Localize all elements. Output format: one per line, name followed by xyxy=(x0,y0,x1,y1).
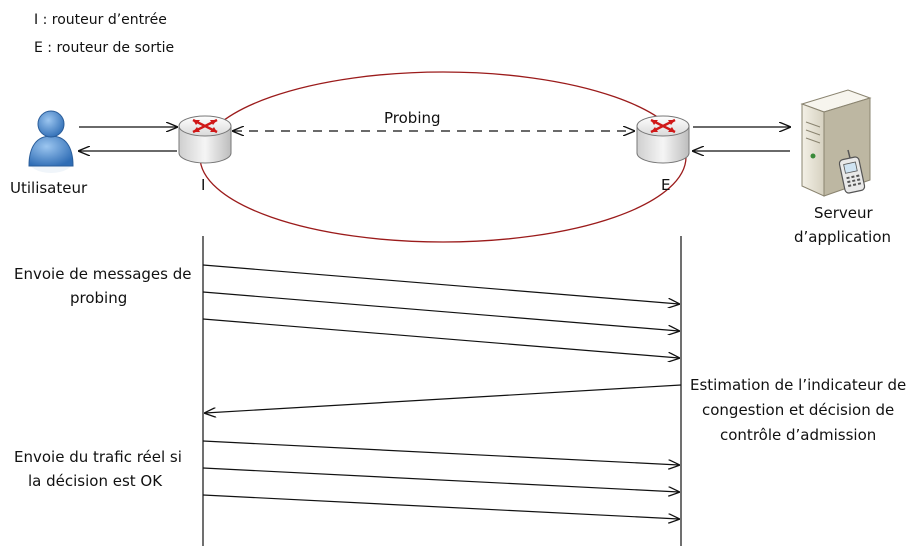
send-traffic-text-line1: Envoie du trafic réel si xyxy=(14,448,182,466)
traffic-arrow xyxy=(202,467,679,492)
decision-response-arrow xyxy=(205,384,682,413)
traffic-arrow xyxy=(202,494,679,519)
probe-message-arrow xyxy=(202,318,679,358)
server-icon xyxy=(800,89,872,197)
ingress-router-icon xyxy=(178,115,232,164)
server-label-line1: Serveur xyxy=(814,204,874,222)
probing-label: Probing xyxy=(384,109,441,127)
traffic-arrow xyxy=(202,440,679,465)
legend-egress: E : routeur de sortie xyxy=(34,40,174,56)
send-probe-text-line1: Envoie de messages de xyxy=(14,265,191,283)
ingress-router-label: I xyxy=(201,176,205,194)
phone-icon xyxy=(838,149,866,194)
server-label-line2: d’application xyxy=(794,228,891,246)
estimate-text-line3: contrôle d’admission xyxy=(720,426,876,444)
probe-message-arrow xyxy=(202,291,679,331)
egress-router-icon xyxy=(636,115,690,164)
estimate-text-line2: congestion et décision de xyxy=(702,401,894,419)
user-icon xyxy=(28,110,74,173)
legend-ingress: I : routeur d’entrée xyxy=(34,12,167,28)
probe-message-arrow xyxy=(202,264,679,304)
network-domain-ellipse xyxy=(199,71,687,243)
send-traffic-text-line2: la décision est OK xyxy=(28,472,163,490)
user-label: Utilisateur xyxy=(10,179,88,197)
estimate-text-line1: Estimation de l’indicateur de xyxy=(690,376,906,394)
egress-router-label: E xyxy=(661,176,670,194)
send-probe-text-line2: probing xyxy=(70,289,127,307)
